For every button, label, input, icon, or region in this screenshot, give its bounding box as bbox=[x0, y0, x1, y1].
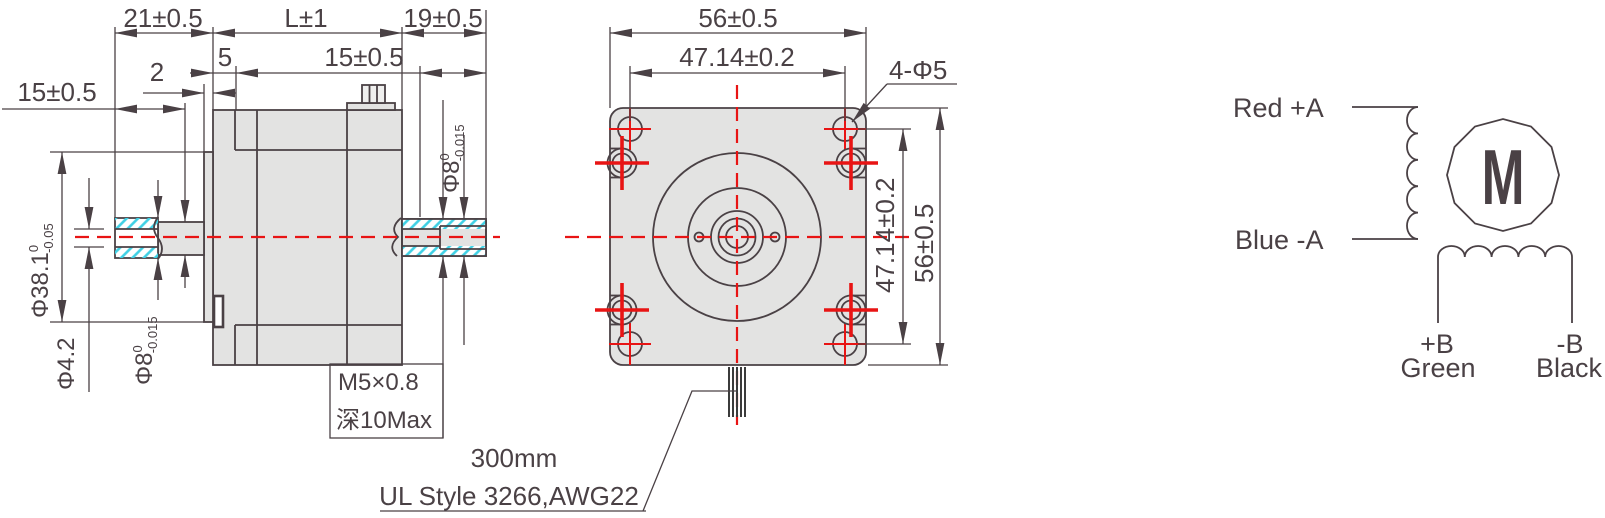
dia-bore-label: Φ4.2 bbox=[53, 337, 80, 390]
lead-spec-label: UL Style 3266,AWG22 bbox=[379, 481, 639, 511]
dim-pilot-depth-label: 5 bbox=[218, 42, 232, 72]
side-view: 21±0.5 L±1 19±0.5 5 15±0.5 2 15±0.5 Φ38.… bbox=[2, 3, 500, 439]
lead-b-neg-label: -B bbox=[1557, 329, 1584, 359]
motor-body-side bbox=[203, 84, 403, 366]
dim-shaft-front-label: 21±0.5 bbox=[123, 3, 202, 33]
dim-hole-spacing-h-label: 47.14±0.2 bbox=[679, 42, 794, 72]
dia-pilot-label: Φ38.10-0.05 bbox=[26, 223, 56, 318]
dim-rear-flat-label: 15±0.5 bbox=[324, 42, 403, 72]
motor-face bbox=[609, 107, 867, 366]
coil-b bbox=[1437, 245, 1573, 258]
front-view: 56±0.5 47.14±0.2 4-Φ5 47.14±0.2 56±0.5 3… bbox=[379, 3, 957, 512]
thread-note-label: M5×0.8 bbox=[338, 369, 419, 396]
connector bbox=[346, 84, 396, 111]
lead-wires bbox=[728, 367, 746, 417]
dim-hole-spacing-v-label: 47.14±0.2 bbox=[870, 178, 900, 293]
lead-note-leader bbox=[642, 390, 737, 512]
side-view-dimensions bbox=[2, 10, 487, 439]
motor-symbol-letter: M bbox=[1482, 134, 1525, 221]
lead-b-pos-label: +B bbox=[1420, 329, 1454, 359]
dim-boss-step-label: 2 bbox=[150, 57, 164, 87]
front-shaft bbox=[114, 216, 205, 260]
thread-note-box bbox=[329, 363, 444, 439]
thread-depth-label: 深10Max bbox=[336, 407, 432, 434]
dim-body-length-label: L±1 bbox=[284, 3, 327, 33]
lead-a-pos-label: Red +A bbox=[1233, 93, 1324, 123]
dia-shaft-front-label: Φ80-0.015 bbox=[130, 316, 160, 385]
dim-shaft-rear-label: 19±0.5 bbox=[403, 3, 482, 33]
wiring-diagram: Red +A Blue -A M +B Green -B Black bbox=[1233, 93, 1603, 383]
dia-shaft-rear-label: Φ80-0.015 bbox=[437, 124, 467, 193]
dim-front-flat-label: 15±0.5 bbox=[17, 77, 96, 107]
assembly-screws bbox=[595, 136, 878, 337]
dim-height-label: 56±0.5 bbox=[909, 204, 939, 283]
coil-a bbox=[1406, 106, 1419, 240]
break-line bbox=[391, 217, 402, 257]
motor-symbol-circle bbox=[1446, 118, 1560, 232]
lead-b-neg-color-label: Black bbox=[1536, 353, 1603, 383]
section-hatch bbox=[115, 247, 158, 258]
lead-length-label: 300mm bbox=[471, 443, 558, 473]
section-hatch bbox=[115, 218, 158, 229]
front-view-dimensions bbox=[609, 27, 957, 366]
lead-a-neg-label: Blue -A bbox=[1235, 225, 1324, 255]
lead-b-pos-color-label: Green bbox=[1400, 353, 1475, 383]
break-line bbox=[153, 216, 163, 260]
nameplate-slot bbox=[212, 294, 225, 329]
dim-holes-label: 4-Φ5 bbox=[889, 55, 947, 85]
dim-width-label: 56±0.5 bbox=[698, 3, 777, 33]
